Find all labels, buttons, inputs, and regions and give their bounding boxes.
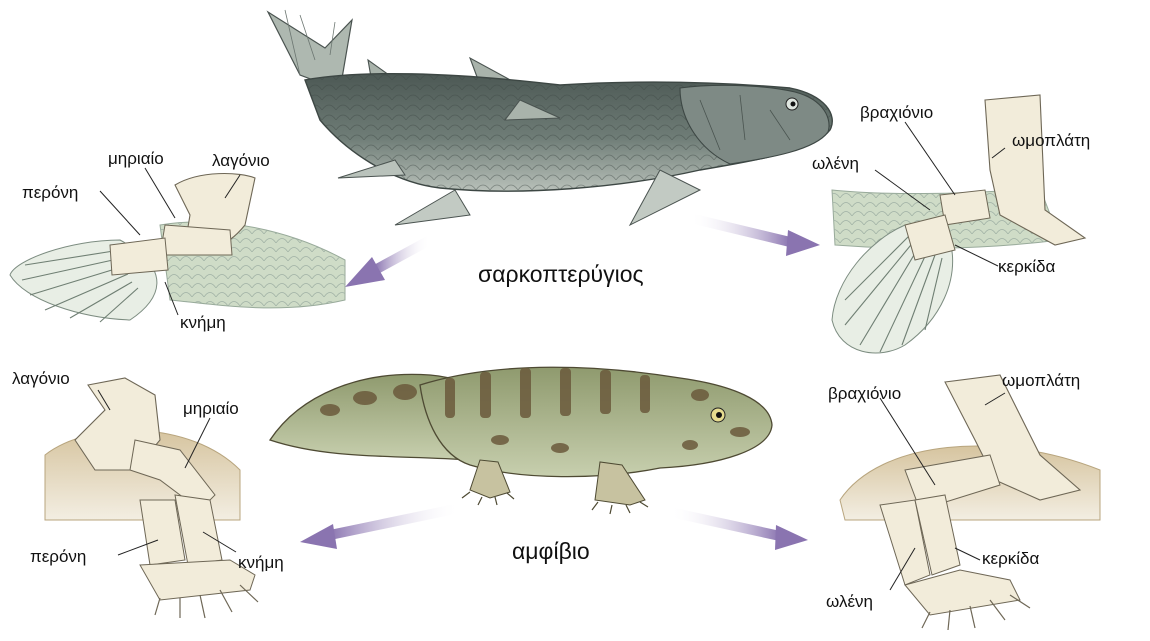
arrow-to-fish-hind-fin <box>345 240 430 287</box>
amphibian-hind-fibula-label: περόνη <box>30 548 86 565</box>
arrow-to-amphibian-hind-limb <box>300 508 460 549</box>
amphibian-hind-femur-label: μηριαίο <box>183 400 239 417</box>
amphibian-hind-pelvis-label: λαγόνιο <box>12 370 70 387</box>
arrow-to-fish-front-fin <box>690 218 820 256</box>
fish-caption: σαρκοπτερύγιος <box>478 263 644 286</box>
fish-front-scapula-label: ωμοπλάτη <box>1012 132 1090 149</box>
fish-hind-fibula-label: περόνη <box>22 184 78 201</box>
amphibian-front-radius-label: κερκίδα <box>982 550 1039 567</box>
amphibian-front-humerus-label: βραχιόνιο <box>828 385 901 402</box>
fish-front-ulna-label: ωλένη <box>812 155 859 172</box>
fish-hind-pelvis-label: λαγόνιο <box>212 152 270 169</box>
lobe-finned-fish <box>268 10 832 225</box>
amphibian-front-ulna-label: ωλένη <box>826 593 873 610</box>
amphibian-front-scapula-label: ωμοπλάτη <box>1002 372 1080 389</box>
amphibian-hind-tibia-label: κνήμη <box>238 554 284 571</box>
fish-hind-femur-label: μηριαίο <box>108 150 164 167</box>
arrow-to-amphibian-front-limb <box>670 512 808 550</box>
fish-front-radius-label: κερκίδα <box>998 258 1055 275</box>
amphibian-caption: αμφίβιο <box>512 540 590 563</box>
fish-hind-tibia-label: κνήμη <box>180 314 226 331</box>
amphibian-front-limb-skeleton <box>840 375 1100 630</box>
amphibian <box>270 367 772 514</box>
fish-front-humerus-label: βραχιόνιο <box>860 104 933 121</box>
